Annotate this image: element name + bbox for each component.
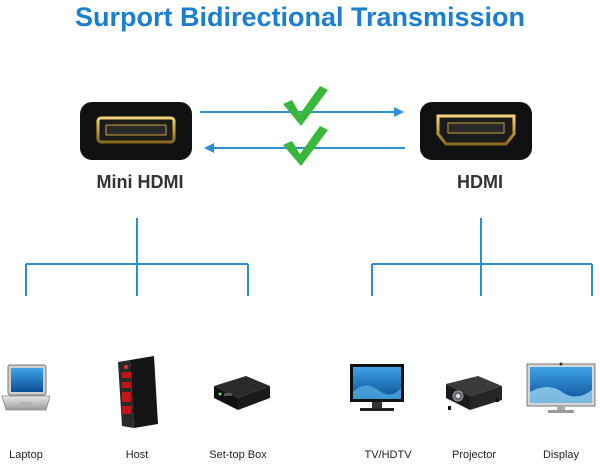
device-label-projector: Projector <box>451 449 497 461</box>
right-tree-lines <box>371 218 593 296</box>
mini-hdmi-connector-icon <box>80 102 192 160</box>
set-top-box-icon <box>214 376 270 410</box>
hdmi-label: HDMI <box>457 172 503 192</box>
hdmi-connector-icon <box>420 102 532 160</box>
left-tree-lines <box>25 218 249 296</box>
device-label-laptop: Laptop <box>9 449 43 461</box>
device-label-set-top-box: Set-top Box <box>209 449 267 461</box>
checkmark-icon <box>283 86 328 126</box>
pc-tower-icon <box>118 356 158 428</box>
page-title: Surport Bidirectional Transmission <box>74 2 526 32</box>
checkmark-icon <box>283 126 328 166</box>
monitor-icon <box>526 362 596 413</box>
laptop-icon <box>1 364 51 411</box>
device-label-display: Display <box>542 449 580 461</box>
device-label-host: Host <box>125 449 149 461</box>
tv-icon <box>350 364 404 411</box>
mini-hdmi-label: Mini HDMI <box>96 172 184 192</box>
device-label-tv: TV/HDTV <box>364 449 412 461</box>
projector-icon <box>446 376 502 410</box>
